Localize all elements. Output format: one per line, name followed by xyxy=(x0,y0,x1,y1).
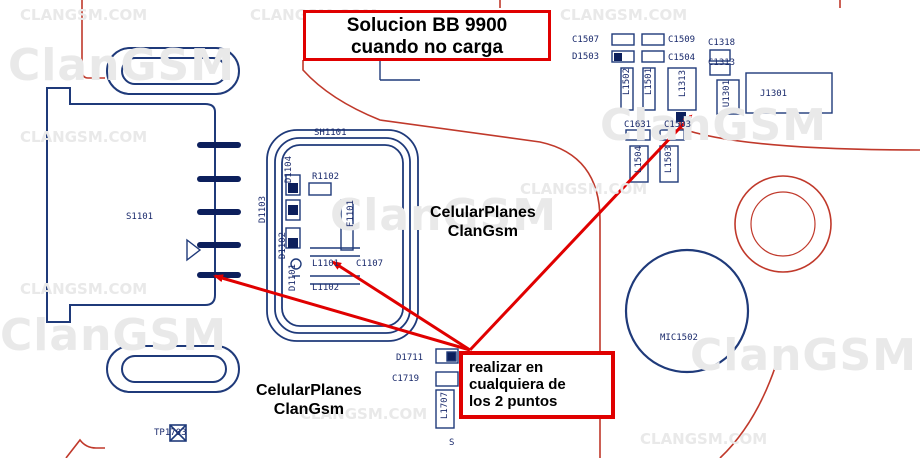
brand-line: CelularPlanes xyxy=(256,382,362,399)
label-c1503: C1503 xyxy=(664,120,692,130)
arrow-to-c1503 xyxy=(468,114,693,352)
brand-label-top: CelularPlanes ClanGsm xyxy=(430,203,536,241)
board-edge-outline xyxy=(65,0,920,458)
label-l1501: L1501 xyxy=(644,68,654,96)
microphone-mic1502 xyxy=(624,248,750,374)
label-d1101: D1101 xyxy=(288,264,298,292)
label-c1504: C1504 xyxy=(668,53,696,63)
label-c1631: C1631 xyxy=(624,120,652,130)
brand-line: ClanGsm xyxy=(447,223,519,240)
brand-label-bottom: CelularPlanes ClanGsm xyxy=(256,381,362,419)
pad xyxy=(288,238,298,248)
label-sh1101: SH1101 xyxy=(314,128,347,138)
lower-components xyxy=(435,348,459,429)
instruction-callout: realizar en cualquiera de los 2 puntos xyxy=(459,351,615,419)
label-c1719: C1719 xyxy=(392,374,420,384)
shield-components xyxy=(285,174,360,285)
title-callout: Solucion BB 9900 cuando no carga xyxy=(303,10,551,61)
round-component-inner xyxy=(750,191,816,257)
label-l1101: L1101 xyxy=(312,259,340,269)
test-point-tp1703 xyxy=(169,424,187,442)
label-l1707: L1707 xyxy=(440,392,450,420)
pad xyxy=(676,112,686,122)
label-l1102: L1102 xyxy=(312,283,340,293)
label-s1101: S1101 xyxy=(126,212,154,222)
shield-sh1101 xyxy=(266,129,419,342)
label-d1711: D1711 xyxy=(396,353,424,363)
instruction-line: los 2 puntos xyxy=(469,393,558,410)
arrow-to-l1101 xyxy=(331,260,471,352)
arrow-to-connector xyxy=(213,274,471,352)
label-d1104: D1104 xyxy=(284,156,294,184)
label-c1313: C1313 xyxy=(708,58,736,68)
pad xyxy=(288,183,298,193)
label-c1509: C1509 xyxy=(668,35,696,45)
red-arrows xyxy=(213,114,693,352)
label-f1101: F1101 xyxy=(346,200,356,228)
instruction-line: cualquiera de xyxy=(469,376,566,393)
usb-connector-s1101 xyxy=(46,47,240,393)
brand-line: CelularPlanes xyxy=(430,204,536,221)
label-tp1703: TP1703 xyxy=(154,428,187,438)
brand-line: ClanGsm xyxy=(273,401,345,418)
pad xyxy=(614,53,622,61)
label-c1318: C1318 xyxy=(708,38,736,48)
label-s: S xyxy=(449,438,455,448)
upper-right-pads xyxy=(614,53,686,122)
label-j1301: J1301 xyxy=(760,89,788,99)
label-l1502: L1502 xyxy=(622,68,632,96)
label-r1102: R1102 xyxy=(312,172,340,182)
label-c1107: C1107 xyxy=(356,259,384,269)
title-line: cuando no carga xyxy=(350,37,504,58)
label-mic1502: MIC1502 xyxy=(660,333,698,343)
label-c1507: C1507 xyxy=(572,35,600,45)
title-line: Solucion BB 9900 xyxy=(346,15,508,36)
upper-right-components xyxy=(379,33,833,183)
label-d1102: D1102 xyxy=(278,232,288,260)
instruction-line: realizar en xyxy=(469,359,544,376)
label-l1503: L1503 xyxy=(664,146,674,174)
label-u1301: U1301 xyxy=(722,80,732,108)
connector-pins xyxy=(197,142,241,278)
label-d1503: D1503 xyxy=(572,52,600,62)
label-l1313: L1313 xyxy=(678,70,688,98)
shield-pads xyxy=(288,183,298,248)
label-d1103: D1103 xyxy=(258,196,268,224)
label-l1504: L1504 xyxy=(634,146,644,174)
round-component-outline xyxy=(734,175,832,273)
pad xyxy=(288,205,298,215)
